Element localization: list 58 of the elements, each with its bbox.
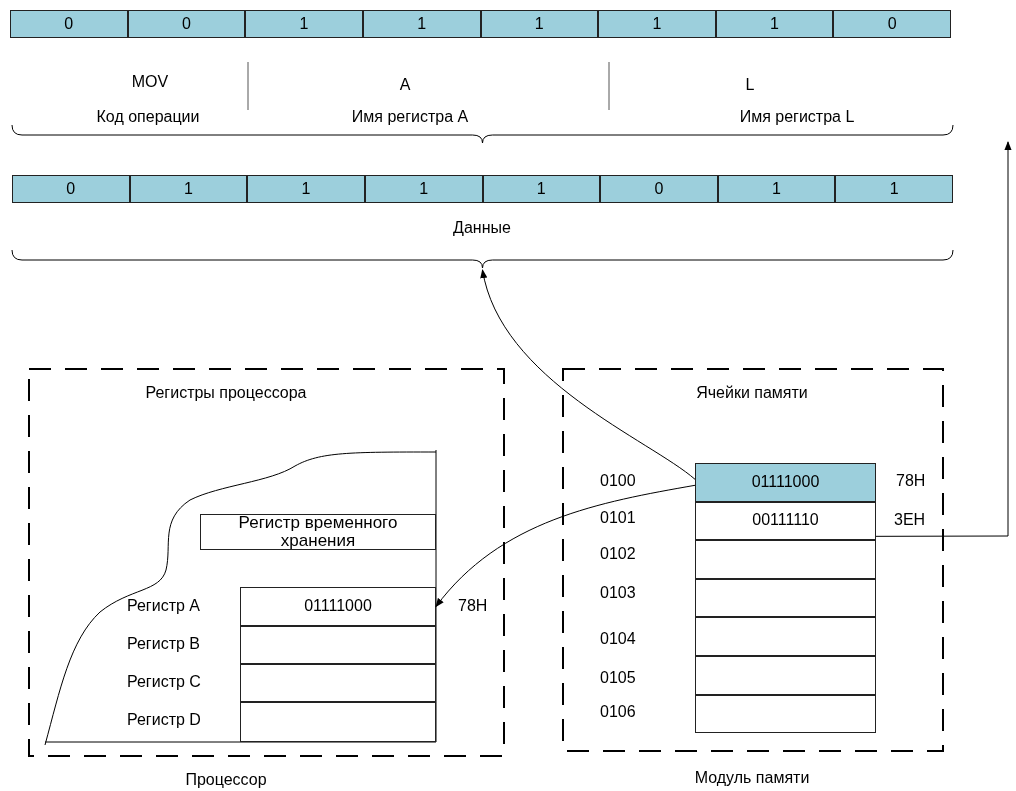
bit-cell: 1 [480,10,599,38]
bit-cell: 1 [717,175,836,203]
register-cell [240,626,436,664]
group-title: Регистры процессора [145,385,307,401]
register-cell [240,664,436,702]
bit-cell: 0 [10,10,128,38]
field-value: L [745,77,755,93]
memory-cell: 00111110 [695,501,876,541]
memory-cell [695,540,876,579]
frame-label: Модуль памяти [694,770,810,786]
memory-cell [695,694,876,734]
address-label: 0104 [600,631,636,647]
memory-cell [695,656,876,695]
hex-value: 3EH [894,512,926,528]
bit-cell: 1 [247,175,365,203]
arrow [435,484,696,608]
address-label: 0103 [600,585,636,601]
bit-cell: 0 [600,175,718,203]
arrow [875,141,1012,537]
group-title: Данные [453,220,511,236]
dashed-frame [28,368,505,757]
field-name: Имя регистра L [739,109,855,125]
register-cell: 01111000 [240,587,436,626]
dashed-frame [562,368,944,752]
bit-cell: 1 [715,10,834,38]
address-label: 0106 [600,704,636,720]
group-title: Ячейки памяти [696,385,808,401]
memory-cell [695,617,876,656]
bit-cell: 1 [129,175,248,203]
address-label: 0100 [600,473,636,489]
bit-cell: 0 [12,175,130,203]
register-name: Регистр C [127,674,201,690]
register-name: Регистр A [127,598,200,614]
address-label: 0105 [600,670,636,686]
register-name: Регистр B [127,636,200,652]
field-value: MOV [131,74,169,90]
bit-cell: 0 [127,10,246,38]
hex-value: 78H [896,473,926,489]
field-name: Код операции [96,109,200,125]
memory-cell [695,578,876,618]
field-value: A [399,77,411,93]
register-cell [240,702,436,742]
frame-label: Процессор [185,772,267,788]
bit-cell: 1 [598,10,716,38]
bit-cell: 1 [245,10,363,38]
address-label: 0101 [600,510,636,526]
bit-cell: 1 [362,10,481,38]
memory-cell: 01111000 [695,463,876,502]
bit-cell: 0 [833,10,951,38]
bit-cell: 1 [364,175,483,203]
hex-value: 78H [458,598,488,614]
arrow [481,269,696,480]
field-name: Имя регистра A [351,109,469,125]
address-label: 0102 [600,546,636,562]
register-name: Регистр D [127,712,201,728]
bit-cell: 1 [482,175,601,203]
register-box: Регистр временного хранения [200,514,436,550]
bit-cell: 1 [835,175,953,203]
